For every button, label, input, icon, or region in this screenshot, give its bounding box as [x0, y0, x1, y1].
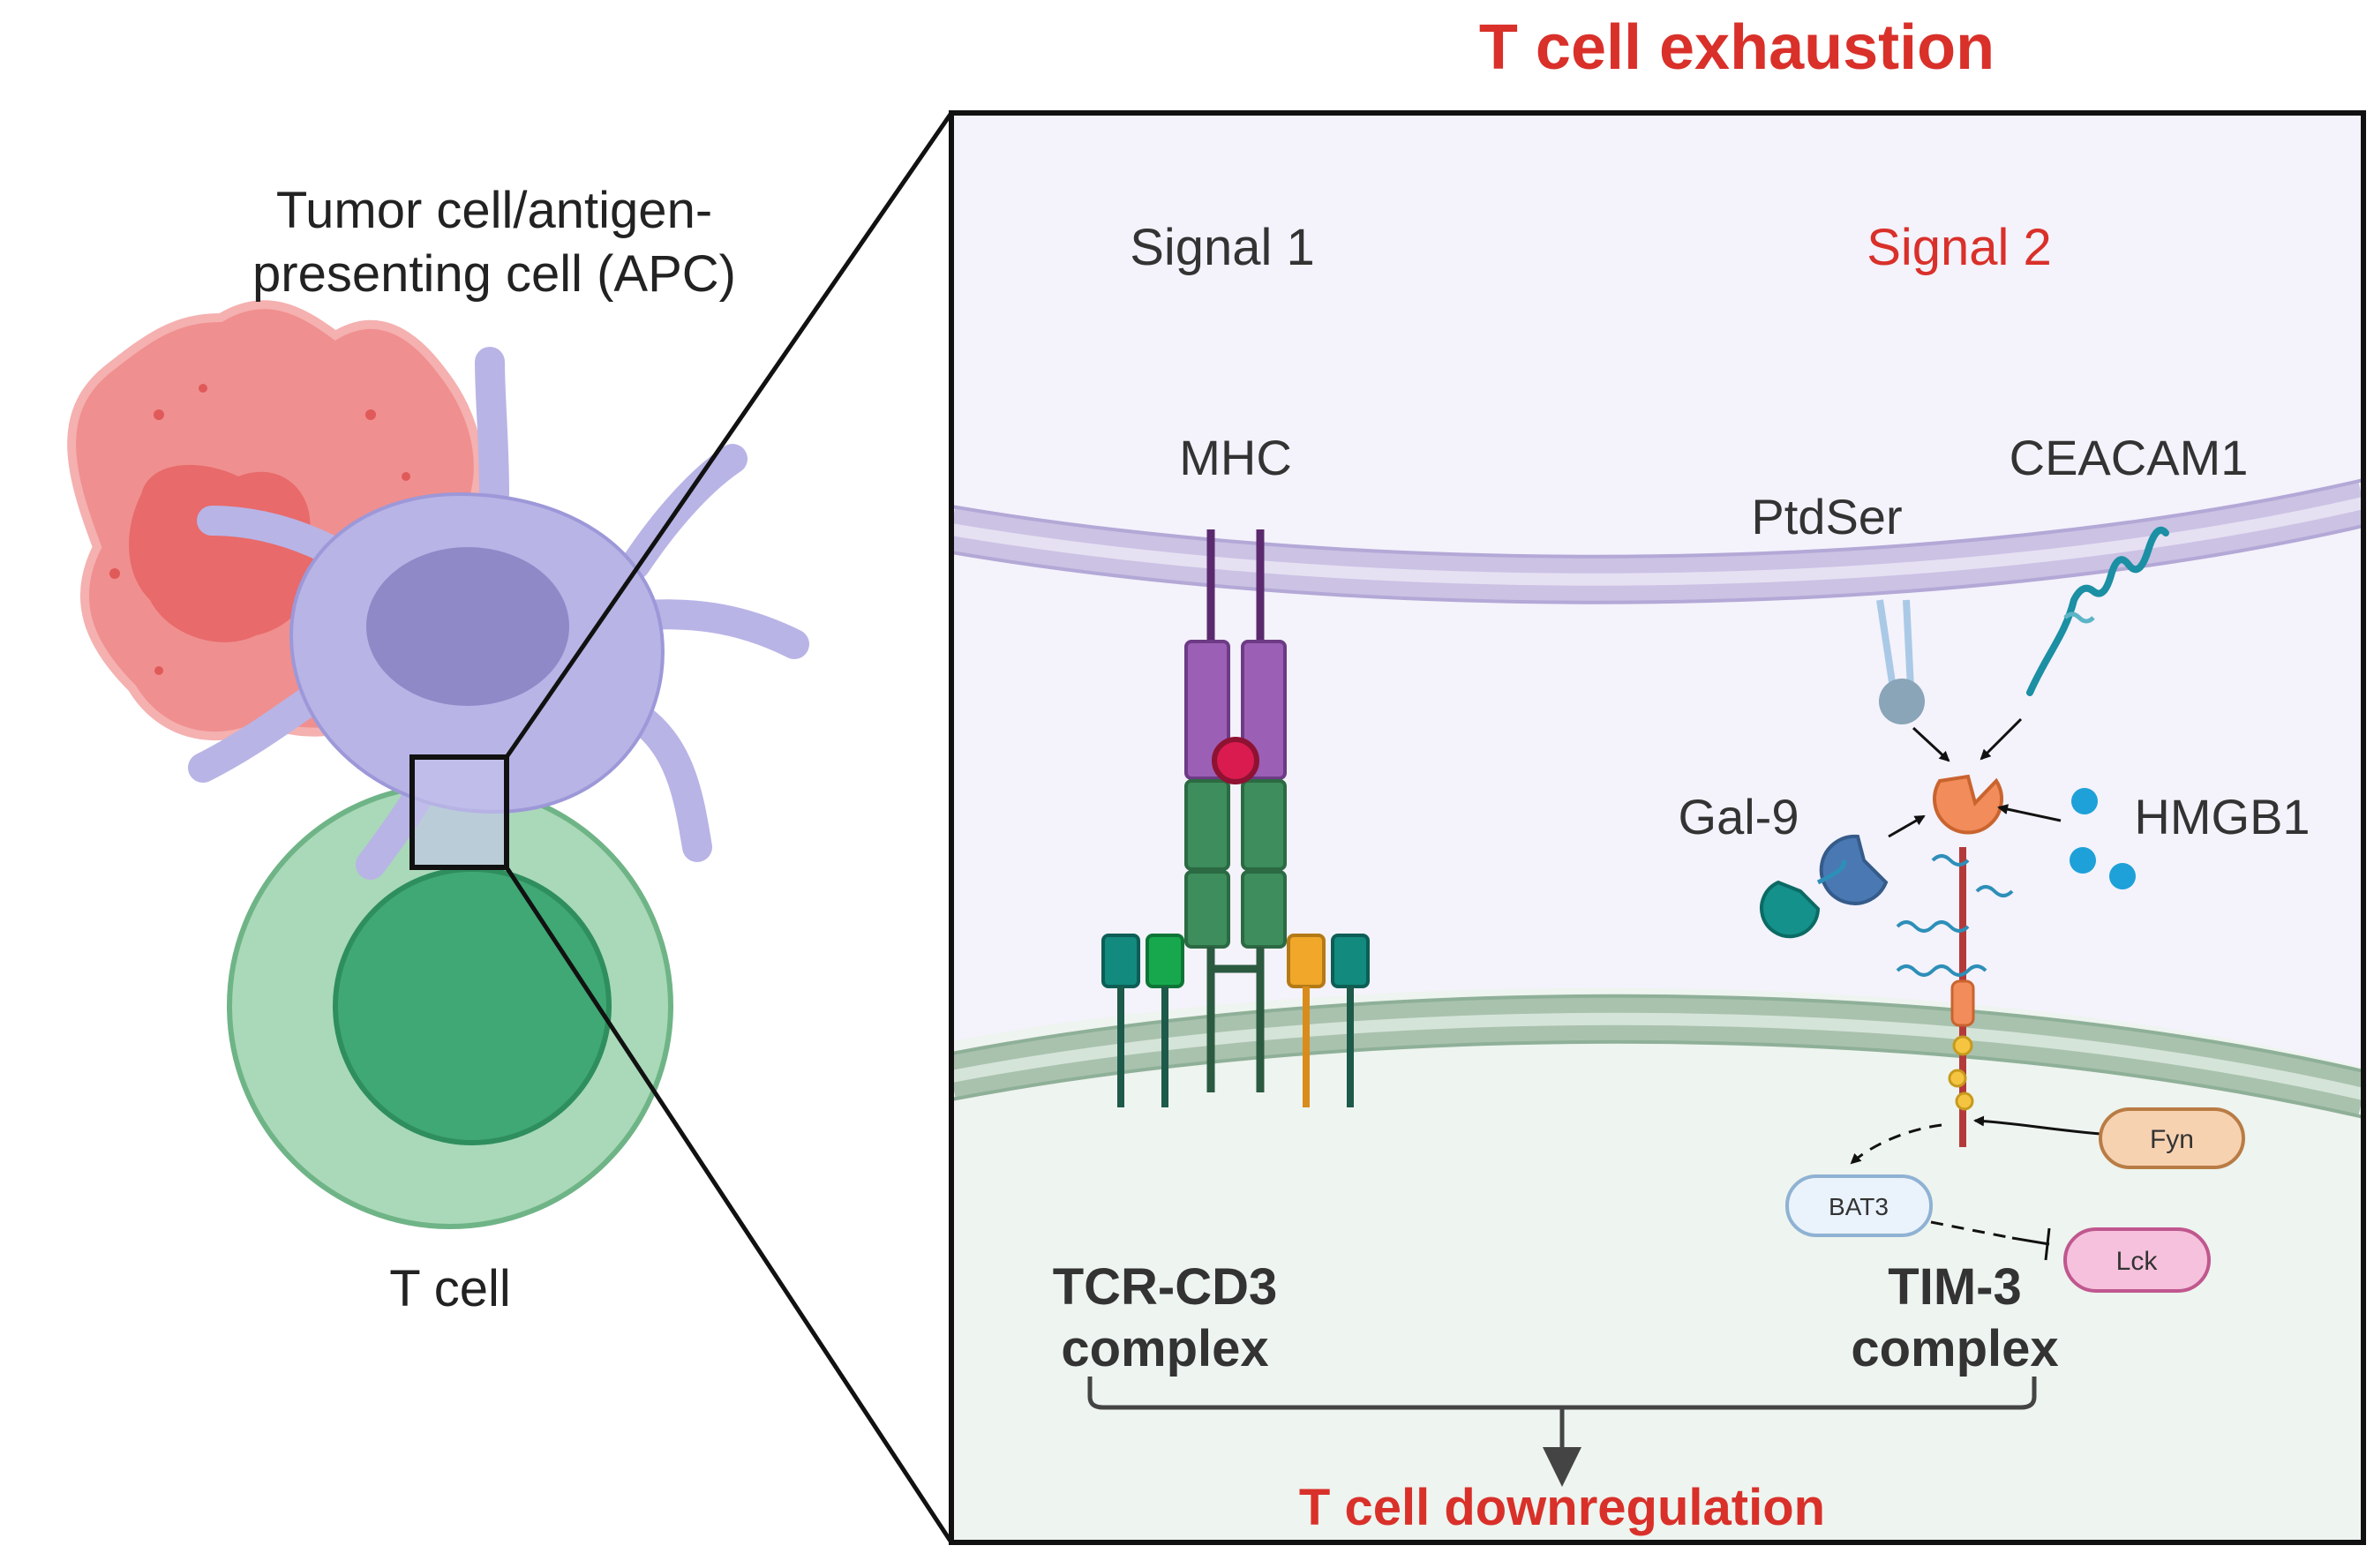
tim3-complex-label-line1: TIM-3	[1888, 1258, 2021, 1316]
bat3-node: BAT3	[1785, 1174, 1933, 1237]
lck-node: Lck	[2063, 1227, 2211, 1293]
gal9-label: Gal-9	[1679, 789, 1799, 844]
tcr-complex-label-line2: complex	[1061, 1320, 1268, 1377]
tim3-receptor	[1896, 774, 2014, 1147]
hmgb1-label: HMGB1	[2134, 789, 2310, 844]
diagram-title: T cell exhaustion	[1479, 12, 1995, 83]
mhc-label: MHC	[1179, 430, 1292, 485]
tcr-complex-label-line1: TCR-CD3	[1053, 1258, 1278, 1316]
zoom-line-top	[504, 111, 954, 759]
ligand-arrows	[1850, 717, 2101, 1261]
ceacam1-label: CEACAM1	[2010, 430, 2249, 485]
signal2-label: Signal 2	[1867, 219, 2052, 276]
zoom-line-bottom	[504, 866, 954, 1544]
ptdser-molecule	[1876, 599, 1925, 724]
hmgb1-molecules	[2070, 788, 2136, 889]
tcell-label: T cell	[389, 1260, 511, 1317]
zoom-box	[409, 754, 509, 870]
gal9-molecule	[1760, 834, 1889, 939]
ptdser-label: PtdSer	[1751, 489, 1902, 544]
apc-label-line2: presenting cell (APC)	[252, 245, 736, 303]
outcome-label: T cell downregulation	[1299, 1479, 1825, 1536]
lck-label: Lck	[2116, 1247, 2159, 1276]
fyn-node: Fyn	[2099, 1107, 2245, 1169]
mhc-tcr-complex	[1101, 529, 1370, 1107]
tim3-complex-label-line2: complex	[1851, 1320, 2058, 1377]
apc-label-line1: Tumor cell/antigen-	[276, 182, 712, 239]
convergence-bracket	[1087, 1377, 2037, 1487]
t-cell	[227, 783, 673, 1229]
signal1-label: Signal 1	[1130, 219, 1315, 276]
ceacam1-molecule	[2026, 526, 2169, 696]
apc-cell	[188, 347, 809, 880]
bat3-label: BAT3	[1829, 1193, 1889, 1220]
fyn-label: Fyn	[2150, 1125, 2194, 1154]
